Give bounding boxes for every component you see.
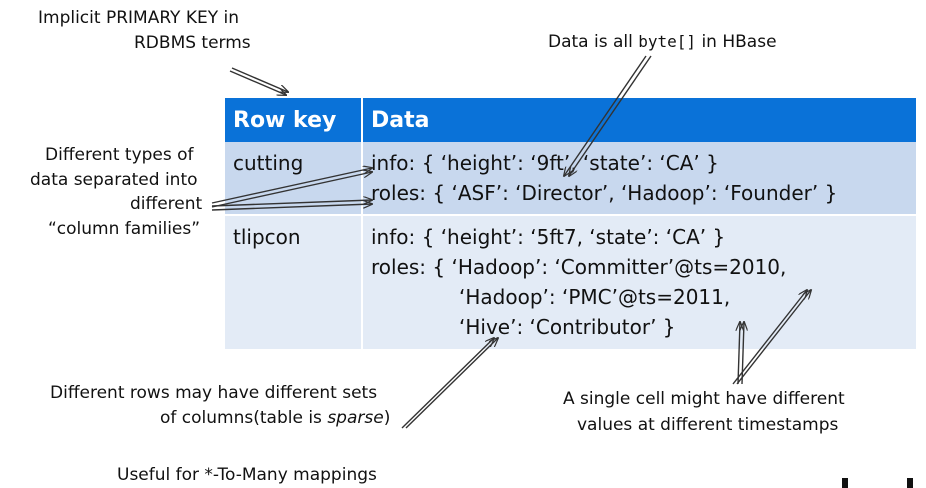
sparse-note-emphasis: sparse xyxy=(327,408,384,428)
timestamps-note-line1: A single cell might have different xyxy=(563,389,845,409)
row-key-cell: cutting xyxy=(225,142,363,217)
implicit-primary-key-note-line1: Implicit PRIMARY KEY in xyxy=(38,8,240,28)
corner-mark xyxy=(842,478,848,488)
data-header: Data xyxy=(362,98,916,142)
table-header-row: Row key Data xyxy=(225,98,916,142)
row-data-cell: info: { ‘height’: ‘9ft’, ‘state’: ‘CA’ }… xyxy=(362,142,916,217)
sparse-note-line2: of columns(table is sparse) xyxy=(160,406,390,430)
corner-mark xyxy=(907,478,913,488)
column-family-line: info: { ‘height’: ‘5ft7, ‘state’: ‘CA’ } xyxy=(371,225,726,250)
data-bytes-note: Data is all byte[] in HBase xyxy=(548,30,777,54)
to-many-mappings-note: Useful for *-To-Many mappings xyxy=(117,465,377,485)
table-row: cutting info: { ‘height’: ‘9ft’, ‘state’… xyxy=(225,142,916,217)
arrow-sparse-to-hive xyxy=(401,338,494,429)
column-family-line: roles: { ‘ASF’: ‘Director’, ‘Hadoop’: ‘F… xyxy=(371,181,838,205)
column-families-note-line3: different xyxy=(130,194,203,214)
sparse-note-suffix: ) xyxy=(383,408,391,428)
row-data-cell: info: { ‘height’: ‘5ft7, ‘state’: ‘CA’ }… xyxy=(362,215,916,351)
table-row: tlipcon info: { ‘height’: ‘5ft7, ‘state’… xyxy=(225,215,916,351)
arrow-pk-to-rowkey xyxy=(229,70,286,95)
hbase-data-table: Row key Data cutting info: { ‘height’: ‘… xyxy=(225,98,916,351)
column-family-line: info: { ‘height’: ‘9ft’, ‘state’: ‘CA’ } xyxy=(371,151,719,175)
data-bytes-note-prefix: Data is all xyxy=(548,32,633,52)
column-family-line: ‘Hadoop’: ‘PMC’@ts=2011, xyxy=(459,285,731,310)
column-families-note-line1: Different types of xyxy=(45,145,194,165)
row-key-header: Row key xyxy=(225,98,363,142)
sparse-note-line1: Different rows may have different sets xyxy=(50,383,378,403)
timestamps-note-line2: values at different timestamps xyxy=(577,415,839,435)
arrow-sparse-to-hive xyxy=(405,338,498,429)
sparse-note-prefix: of columns(table is xyxy=(160,408,322,428)
arrow-pk-to-rowkey xyxy=(231,67,288,92)
row-key-cell: tlipcon xyxy=(225,215,363,351)
column-family-line: roles: { ‘Hadoop’: ‘Committer’@ts=2010, xyxy=(371,255,787,280)
column-family-line: ‘Hive’: ‘Contributor’ } xyxy=(459,315,676,340)
column-families-note-line4: “column families” xyxy=(48,219,201,239)
implicit-primary-key-note-line2: RDBMS terms xyxy=(134,33,251,53)
column-families-note-line2: data separated into xyxy=(30,170,198,190)
data-bytes-note-suffix: in HBase xyxy=(701,32,777,52)
data-bytes-note-code: byte[] xyxy=(638,32,697,51)
